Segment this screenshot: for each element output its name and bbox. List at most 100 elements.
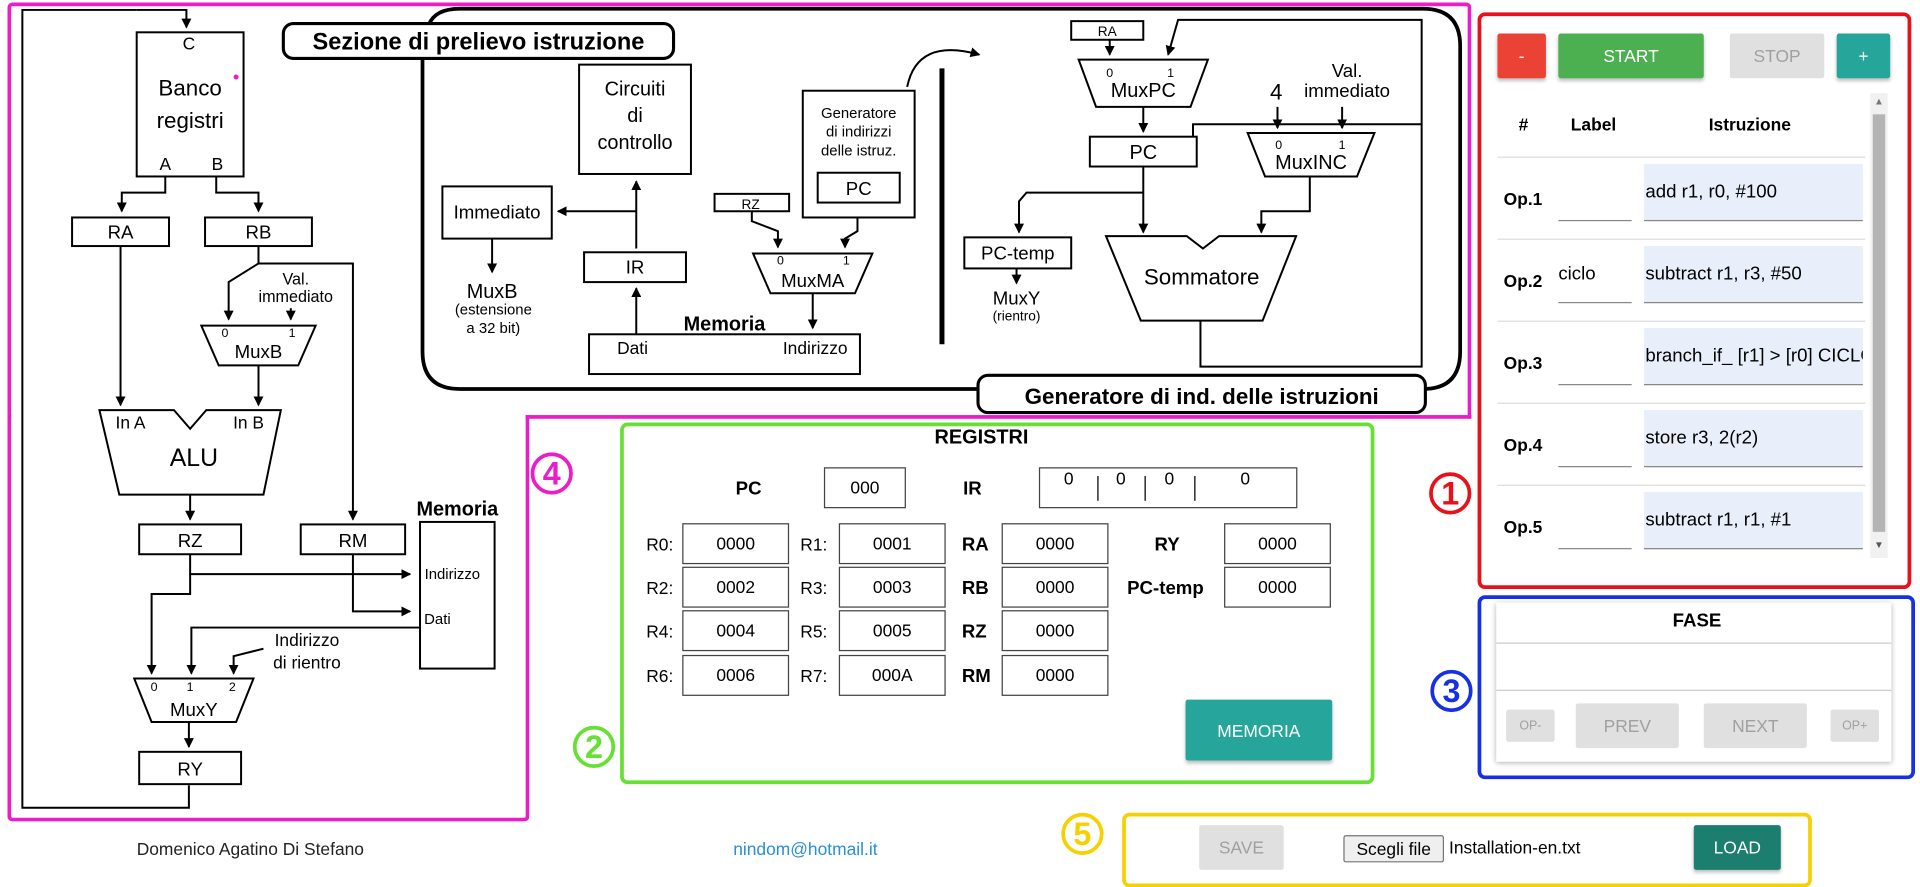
- ir-register: 0 0 0 0: [1038, 467, 1298, 509]
- datapath-frame-ledge: [525, 415, 1472, 419]
- instruction-input[interactable]: store r3, 2(r2): [1644, 410, 1863, 468]
- muxpc-n1: 1: [1167, 66, 1174, 80]
- special-reg-value: 0000: [1001, 566, 1109, 608]
- scroll-down-icon[interactable]: ▼: [1874, 539, 1884, 551]
- ry-reg-label: RY: [1154, 534, 1180, 556]
- label-input[interactable]: [1558, 492, 1632, 550]
- stop-button[interactable]: STOP: [1729, 33, 1825, 79]
- fase-title: FASE: [1672, 610, 1722, 632]
- instruction-input[interactable]: subtract r1, r1, #1: [1644, 492, 1863, 550]
- generator-section-title: Generatore di ind. delle istruzioni: [1025, 384, 1379, 409]
- muxma-n1: 1: [843, 254, 850, 268]
- memoria-button[interactable]: MEMORIA: [1185, 699, 1333, 761]
- banco-label-1: Banco: [158, 76, 221, 101]
- reg-name: R4:: [646, 621, 674, 642]
- program-scrollbar[interactable]: ▲ ▼: [1870, 93, 1888, 558]
- datapath-frame-lower: [7, 415, 530, 822]
- muxma-n0: 0: [777, 254, 784, 268]
- reg-value: 0005: [838, 610, 946, 652]
- prev-button[interactable]: PREV: [1575, 703, 1679, 749]
- next-button[interactable]: NEXT: [1703, 703, 1807, 749]
- immediato-label: Immediato: [454, 202, 541, 223]
- rb-label: RB: [246, 222, 272, 243]
- remove-row-button[interactable]: -: [1497, 33, 1546, 79]
- program-panel-frame: [1477, 12, 1912, 590]
- pc-right-label: PC: [1129, 142, 1157, 164]
- val-imm-1: Val.: [282, 271, 309, 289]
- rm-label: RM: [338, 530, 367, 551]
- estensione-1: (estensione: [455, 302, 532, 318]
- label-input[interactable]: ciclo: [1558, 246, 1632, 304]
- ind-rientro-2: di rientro: [273, 653, 341, 673]
- ir-field: 0: [1063, 468, 1074, 489]
- special-reg-name: RZ: [961, 621, 987, 643]
- ry-reg-value: 0000: [1224, 523, 1331, 565]
- marker-five: 5: [1061, 812, 1104, 855]
- instruction-input[interactable]: add r1, r0, #100: [1644, 164, 1863, 222]
- fetch-section-title: Sezione di prelievo istruzione: [312, 30, 644, 56]
- gen-ind-3: delle istruz.: [821, 143, 896, 159]
- reg-value: 0001: [838, 523, 946, 565]
- muxb-n0: 0: [221, 326, 228, 340]
- fase-panel-frame: [1477, 595, 1916, 780]
- reg-name: R3:: [800, 577, 828, 598]
- label-input[interactable]: [1558, 164, 1632, 222]
- marker-one: 1: [1429, 472, 1472, 515]
- op-number: Op.1: [1503, 188, 1543, 209]
- load-button[interactable]: LOAD: [1693, 825, 1781, 870]
- reg-name: R0:: [646, 534, 674, 555]
- datapath-frame: [7, 2, 1472, 419]
- circuiti-2: di: [627, 105, 642, 127]
- scrollbar-thumb[interactable]: [1872, 114, 1886, 532]
- label-input[interactable]: [1558, 328, 1632, 386]
- sommatore-label: Sommatore: [1144, 265, 1260, 290]
- rz-label: RZ: [178, 530, 203, 551]
- registri-title: REGISTRI: [934, 427, 1029, 449]
- rz-small-label: RZ: [741, 197, 759, 212]
- ir-label: IR: [626, 256, 645, 277]
- label-input[interactable]: [1558, 410, 1632, 468]
- save-button[interactable]: SAVE: [1199, 825, 1284, 870]
- alu-ina: In A: [116, 413, 146, 433]
- banco-b: B: [212, 154, 224, 174]
- scroll-up-icon[interactable]: ▲: [1874, 95, 1884, 107]
- author-email-link[interactable]: nindom@hotmail.it: [733, 838, 878, 859]
- op-number: Op.2: [1503, 270, 1543, 291]
- muxy-label: MuxY: [170, 699, 218, 720]
- reg-name: R5:: [800, 621, 828, 642]
- col-label-header: Label: [1570, 114, 1617, 135]
- banco-c: C: [183, 34, 196, 54]
- special-reg-value: 0000: [1001, 610, 1109, 652]
- col-num-header: #: [1518, 114, 1529, 135]
- alu-label: ALU: [170, 445, 218, 472]
- op-number: Op.5: [1503, 516, 1543, 537]
- op-number: Op.3: [1503, 352, 1543, 373]
- datapath-diagram: Sezione di prelievo istruzione Generator…: [21, 6, 1463, 809]
- muxy-n1: 1: [187, 680, 194, 694]
- ir-field: 0: [1240, 468, 1251, 489]
- special-reg-value: 0000: [1001, 523, 1109, 565]
- mem2-indirizzo-label: Indirizzo: [783, 338, 848, 358]
- add-row-button[interactable]: +: [1836, 33, 1891, 79]
- op-plus-button[interactable]: OP+: [1830, 709, 1879, 742]
- reg-value: 000A: [838, 654, 946, 696]
- instruction-input[interactable]: subtract r1, r3, #50: [1644, 246, 1863, 304]
- rientro-label: (rientro): [993, 309, 1041, 324]
- mem-dati-label: Dati: [424, 612, 451, 628]
- muxy2-label: MuxY: [993, 287, 1041, 308]
- memoria2-label: Memoria: [684, 314, 767, 336]
- chosen-filename: Installation-en.txt: [1448, 837, 1581, 858]
- instruction-input[interactable]: branch_if_ [r1] > [r0] CICLO: [1644, 328, 1863, 386]
- special-reg-name: RM: [961, 666, 991, 688]
- banco-a: A: [159, 154, 171, 174]
- marker-three: 3: [1430, 669, 1473, 713]
- four-label: 4: [1270, 79, 1282, 104]
- choose-file-button[interactable]: Scegli file: [1343, 835, 1445, 863]
- muxb-label: MuxB: [235, 341, 283, 362]
- col-instr-header: Istruzione: [1708, 114, 1791, 135]
- op-minus-button[interactable]: OP-: [1506, 709, 1555, 742]
- ind-rientro-1: Indirizzo: [275, 630, 340, 650]
- muxma-label: MuxMA: [781, 270, 845, 291]
- start-button[interactable]: START: [1558, 33, 1704, 79]
- reg-value: 0004: [682, 610, 790, 652]
